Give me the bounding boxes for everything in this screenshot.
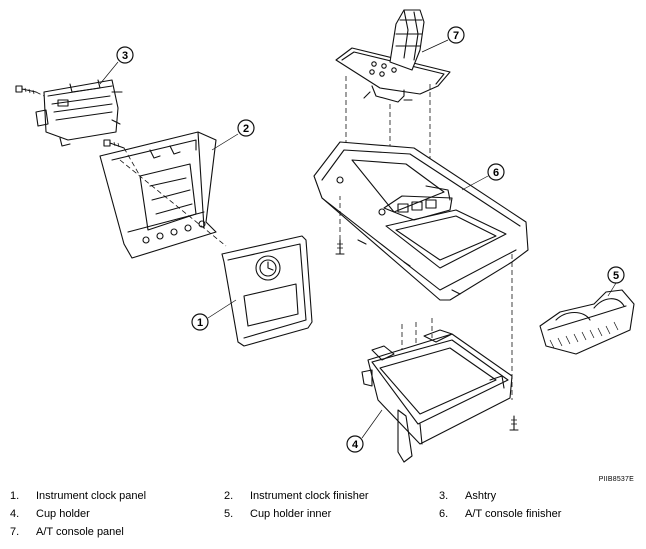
legend-label: A/T console finisher: [465, 508, 562, 520]
svg-text:5: 5: [613, 270, 619, 282]
svg-text:1: 1: [197, 317, 203, 329]
legend-label: Instrument clock panel: [36, 490, 147, 502]
legend-label: Instrument clock finisher: [250, 490, 369, 502]
callout-1: 1: [191, 299, 237, 331]
legend-number: 5.: [224, 508, 234, 520]
legend-number: 7.: [10, 526, 20, 538]
legend-number: 2.: [224, 490, 234, 502]
clock-panel-part: [221, 235, 313, 347]
figure-code: PIIB8537E: [598, 476, 634, 483]
legend-number: 4.: [10, 508, 20, 520]
legend-label: Ashtry: [465, 490, 497, 502]
callout-5: 5: [607, 266, 625, 297]
cup-holder-inner-part: [539, 289, 635, 355]
callout-6: 6: [461, 163, 505, 191]
callout-4: 4: [346, 409, 383, 453]
legend-label: A/T console panel: [36, 526, 124, 538]
svg-text:2: 2: [243, 123, 249, 135]
callout-7: 7: [421, 26, 465, 53]
callout-2: 2: [211, 119, 255, 151]
legend-number: 3.: [439, 490, 449, 502]
console-panel-part: [335, 9, 451, 186]
console-finisher-part: [313, 141, 529, 400]
ashtray-part: [15, 79, 123, 147]
cup-holder-part: [361, 318, 519, 463]
legend-number: 6.: [439, 508, 449, 520]
callout-3: 3: [99, 46, 134, 85]
exploded-parts-diagram: 3 2 1 7 6 5 4: [15, 9, 635, 463]
legend-label: Cup holder: [36, 508, 90, 520]
clock-finisher-part: [99, 131, 227, 259]
svg-text:3: 3: [122, 50, 128, 62]
svg-text:6: 6: [493, 167, 499, 179]
legend-label: Cup holder inner: [250, 508, 332, 520]
svg-text:4: 4: [352, 439, 359, 451]
svg-text:7: 7: [453, 30, 459, 42]
legend-number: 1.: [10, 490, 20, 502]
